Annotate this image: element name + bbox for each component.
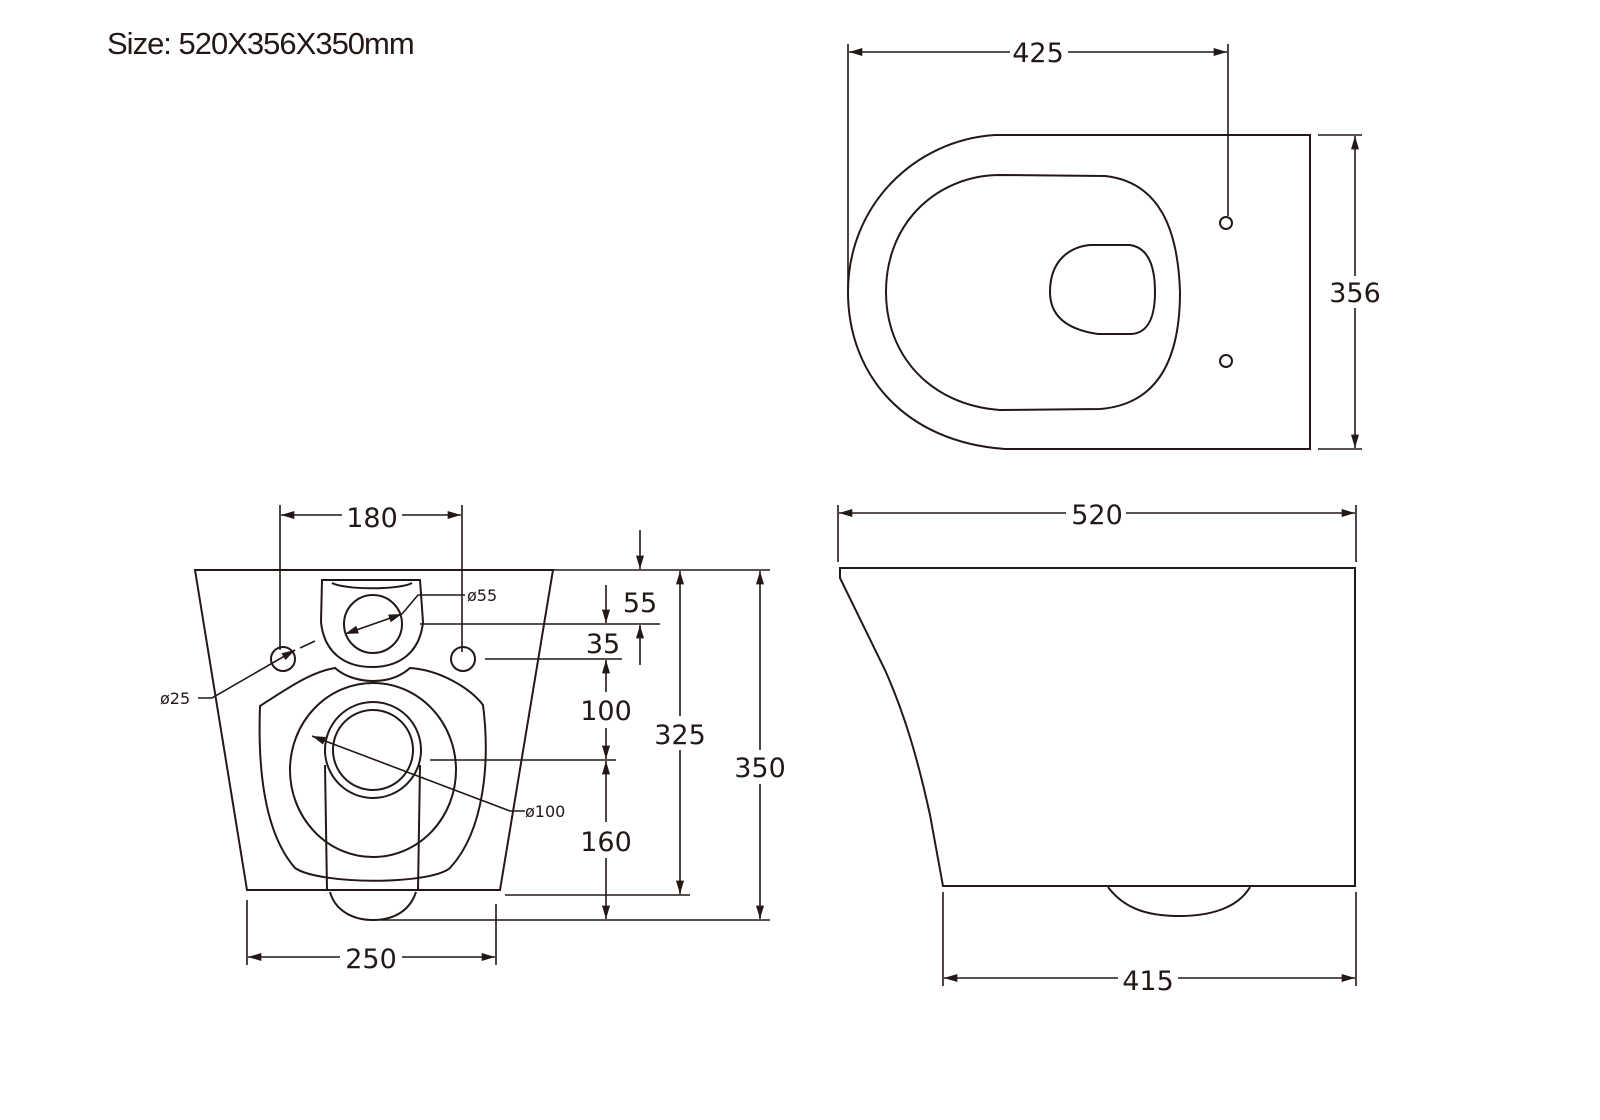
side-view-outline (839, 567, 1356, 887)
side-view: 520 415 (837, 498, 1357, 997)
label-outlet-diameter: ø100 (525, 802, 565, 821)
dimension-415: 415 (1122, 966, 1174, 997)
dimension-350: 350 (734, 753, 786, 784)
dimension-425: 425 (1012, 38, 1064, 69)
fixing-hole-left (270, 646, 296, 672)
fixing-hole-right (450, 646, 476, 672)
dimension-55: 55 (623, 588, 657, 619)
leader-line (344, 613, 403, 635)
top-view-drain-hole (1048, 244, 1157, 335)
seat-hole-icon (1219, 216, 1233, 230)
leader-line (299, 640, 316, 649)
top-view-outline (846, 134, 1311, 450)
dimension-325: 325 (654, 720, 706, 751)
dimension-160: 160 (580, 827, 632, 858)
side-view-outlet (1107, 886, 1251, 918)
front-view-outline (193, 569, 555, 891)
dimension-100: 100 (580, 696, 632, 727)
seat-hole-icon (1219, 354, 1233, 368)
label-fixing-hole-diameter: ø25 (160, 689, 190, 708)
leader-line (198, 649, 296, 699)
dimension-250: 250 (345, 944, 397, 975)
size-title: Size: 520X356X350mm (107, 26, 415, 61)
dimension-35: 35 (586, 629, 620, 660)
leader-line (311, 735, 525, 812)
outlet-hole (332, 709, 414, 791)
inlet-hole (343, 594, 403, 654)
bowl-outline (258, 666, 487, 882)
front-view: 180 ø55 ø25 ø100 55 35 100 160 325 (160, 500, 792, 975)
top-view-bowl-rim (884, 173, 1182, 412)
outlet-chute (324, 764, 421, 922)
leader-line (401, 594, 465, 615)
bowl-rim (289, 682, 457, 858)
label-inlet-diameter: ø55 (467, 586, 497, 605)
dimension-180: 180 (346, 503, 398, 534)
dimension-520: 520 (1071, 500, 1123, 531)
top-view: 425 356 (846, 36, 1384, 450)
outlet-ring-outer (324, 701, 422, 799)
inlet-collar (331, 582, 413, 590)
dimension-356: 356 (1329, 278, 1381, 309)
inlet-fitting (319, 579, 425, 669)
